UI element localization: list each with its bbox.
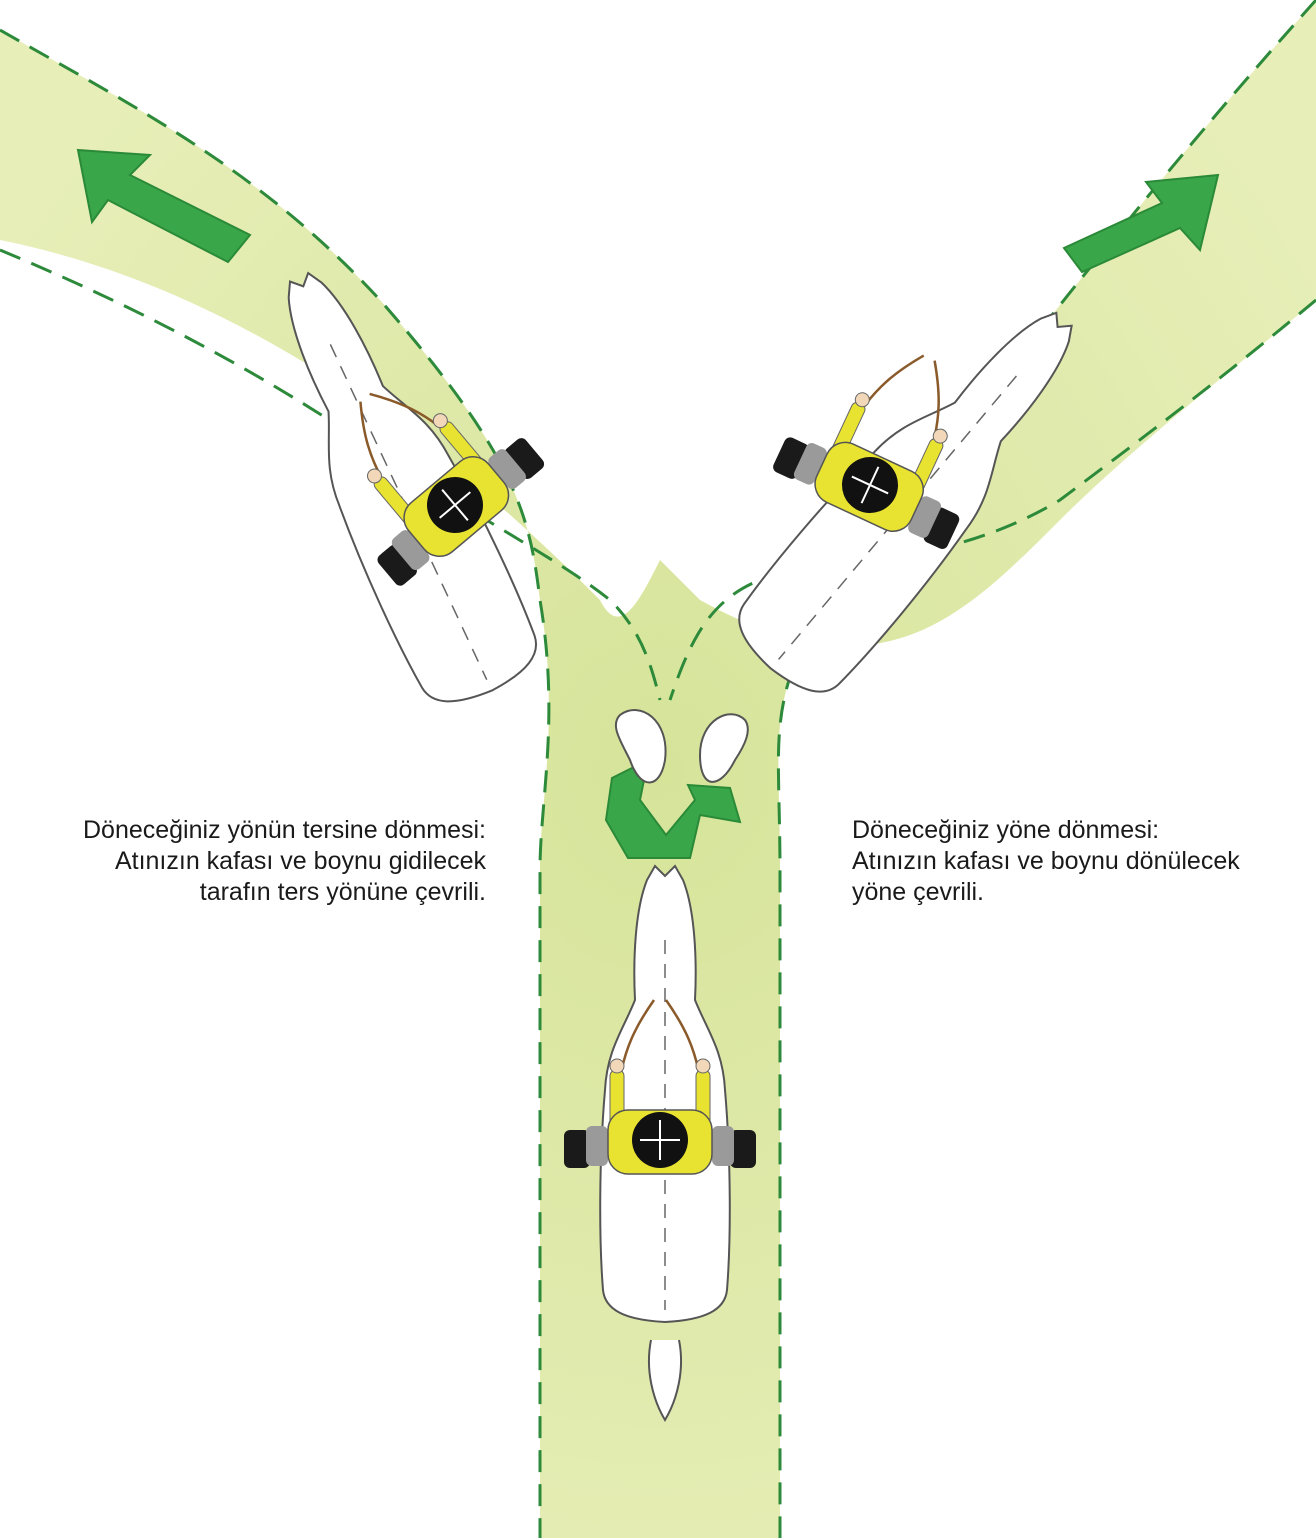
caption-wrong-turn: Döneceğiniz yönün tersine dönmesi: Atını… bbox=[6, 815, 486, 908]
caption-left-line2: Atınızın kafası ve boynu gidilecek bbox=[6, 846, 486, 877]
caption-left-line1: Döneceğiniz yönün tersine dönmesi: bbox=[6, 815, 486, 846]
caption-right-line3: yöne çevrili. bbox=[852, 877, 1312, 908]
caption-left-line3: tarafın ters yönüne çevrili. bbox=[6, 877, 486, 908]
caption-correct-turn: Döneceğiniz yöne dönmesi: Atınızın kafas… bbox=[852, 815, 1312, 908]
caption-right-line2: Atınızın kafası ve boynu dönülecek bbox=[852, 846, 1312, 877]
caption-right-line1: Döneceğiniz yöne dönmesi: bbox=[852, 815, 1312, 846]
